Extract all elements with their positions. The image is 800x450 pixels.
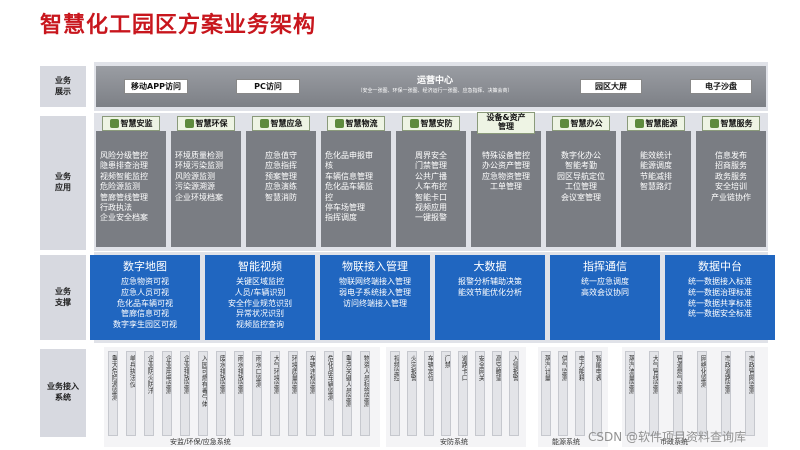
mobile-app-access[interactable]: 移动APP访问 bbox=[124, 79, 188, 94]
access-item[interactable]: 危化品车辆监测 bbox=[324, 351, 334, 436]
access-item[interactable]: 高空瞭望 bbox=[492, 351, 502, 436]
app-head-safety[interactable]: 智慧安监 bbox=[102, 116, 160, 131]
support-title: 指挥通信 bbox=[583, 260, 627, 273]
support-items: 报警分析辅助决策 能效节能优化分析 bbox=[458, 277, 522, 297]
access-item[interactable]: 入园可燃有毒气体 bbox=[198, 351, 208, 436]
support-items: 统一数据接入标准 统一数据治理标准 统一数据共享标准 统一数据安全标准 bbox=[688, 277, 752, 319]
access-item[interactable]: 市政道路监测 bbox=[721, 351, 731, 436]
access-group-label-security: 安防系统 bbox=[440, 438, 468, 446]
access-item[interactable]: 大气管线监测 bbox=[649, 351, 659, 436]
access-item[interactable]: 门禁 bbox=[441, 351, 451, 436]
access-item[interactable]: 智能电表 bbox=[592, 351, 602, 436]
row-label-access: 业务接入 系统 bbox=[40, 349, 86, 437]
app-column-env: 环境质量检测 环境污染监测 风险源监测 污染源溯源 企业环境档案 bbox=[171, 131, 241, 247]
support-big-data[interactable]: 大数据报警分析辅助决策 能效节能优化分析 bbox=[435, 255, 545, 340]
gear-icon bbox=[184, 119, 194, 128]
app-head-assets[interactable]: 设备&资产 管理 bbox=[477, 112, 535, 134]
gear-icon bbox=[634, 119, 644, 128]
support-title: 物联接入管理 bbox=[342, 260, 408, 273]
support-items: 统一应急调度 高效会议协同 bbox=[581, 277, 629, 297]
access-item[interactable]: 企业用电监测 bbox=[162, 351, 172, 436]
gear-icon bbox=[259, 119, 269, 128]
ops-center-subtitle: （安全一张图、环保一张图、经济运行一张图、应急指挥、决策会商） bbox=[357, 88, 513, 94]
app-column-safety: 风险分级管控 隐患排查治理 视频智能监控 危险源监测 管廊管线管理 行政执法 企… bbox=[96, 131, 166, 247]
app-column-office: 数字化办公 智能考勤 园区导航定位 工位管理 会议室管理 bbox=[546, 131, 616, 247]
app-head-energy[interactable]: 智慧能源 bbox=[627, 116, 685, 131]
access-item[interactable]: 电力能耗 bbox=[575, 351, 585, 436]
app-head-logistics[interactable]: 智慧物流 bbox=[327, 116, 385, 131]
support-items: 关键区域监控 人员/车辆识别 安全作业规范识别 异常状况识别 视频监控查询 bbox=[228, 277, 292, 330]
support-title: 大数据 bbox=[473, 260, 507, 273]
row-label-support: 业务 支撑 bbox=[40, 255, 86, 340]
display-bar bbox=[96, 66, 766, 107]
access-item[interactable]: 市政管网监测 bbox=[745, 351, 755, 436]
access-item[interactable]: 雨水排放监测 bbox=[234, 351, 244, 436]
access-item[interactable]: 废水排放监测 bbox=[216, 351, 226, 436]
access-item[interactable]: 视频监控 bbox=[390, 351, 400, 436]
access-item[interactable]: 管道燃气监测 bbox=[673, 351, 683, 436]
row-label-app: 业务 应用 bbox=[40, 116, 86, 250]
support-items: 物联网终端接入管理 弱电子系统接入管理 访问终端接入管理 bbox=[339, 277, 411, 308]
access-item[interactable]: 环境质量监测 bbox=[288, 351, 298, 436]
app-head-security[interactable]: 智慧安防 bbox=[402, 116, 460, 131]
gear-icon bbox=[334, 119, 344, 128]
gear-icon bbox=[559, 119, 569, 128]
electronic-sandbox[interactable]: 电子沙盘 bbox=[690, 79, 752, 94]
support-items: 应急物资可视 应急人员可视 危化品车辆可视 管廊信息可视 数字孪生园区可视 bbox=[113, 277, 177, 330]
support-iot-access[interactable]: 物联接入管理物联网终端接入管理 弱电子系统接入管理 访问终端接入管理 bbox=[320, 255, 430, 340]
gear-icon bbox=[109, 119, 119, 128]
support-title: 数字地图 bbox=[123, 260, 167, 273]
support-digital-map[interactable]: 数字地图应急物资可视 应急人员可视 危化品车辆可视 管廊信息可视 数字孪生园区可… bbox=[90, 255, 200, 340]
page-title: 智慧化工园区方案业务架构 bbox=[40, 13, 317, 38]
access-item[interactable]: 重大危险源监测 bbox=[108, 351, 118, 436]
access-item[interactable]: 供气监测 bbox=[558, 351, 568, 436]
app-column-logistics: 危化品申报审 核 车辆信息管理 危化品车辆监 控 停车场管理 指挥调度 bbox=[321, 131, 391, 247]
app-column-energy: 能效统计 能源调度 节能减排 智慧路灯 bbox=[621, 131, 691, 247]
row-label-display: 业务 展示 bbox=[40, 66, 86, 107]
access-item[interactable]: 蒸汽流量监测 bbox=[625, 351, 635, 436]
access-item[interactable]: 物资人员标签监测 bbox=[360, 351, 370, 436]
watermark: CSDN @软件项目资料查询库 bbox=[588, 430, 747, 444]
access-item[interactable]: 车辆违规监测 bbox=[306, 351, 316, 436]
access-item[interactable]: 车辆定位 bbox=[424, 351, 434, 436]
access-item[interactable]: 大气环境监测 bbox=[270, 351, 280, 436]
access-item[interactable]: 道路卡口 bbox=[458, 351, 468, 436]
gear-icon bbox=[409, 119, 419, 128]
app-head-emergency[interactable]: 智慧应急 bbox=[252, 116, 310, 131]
park-screen[interactable]: 园区大屏 bbox=[580, 79, 642, 94]
app-column-service: 信息发布 招商服务 政务服务 安全培训 产业链协作 bbox=[696, 131, 766, 247]
access-item[interactable]: 雨水口监测 bbox=[252, 351, 262, 436]
ops-center-title[interactable]: 运营中心 bbox=[416, 76, 453, 86]
support-smart-video[interactable]: 智能视频关键区域监控 人员/车辆识别 安全作业规范识别 异常状况识别 视频监控查… bbox=[205, 255, 315, 340]
access-item[interactable]: 网络化监测 bbox=[697, 351, 707, 436]
access-group-label-municipal: 市政系统 bbox=[660, 438, 688, 446]
access-group-label-safety-env: 安监/环保/应急系统 bbox=[170, 438, 231, 446]
support-data-platform[interactable]: 数据中台统一数据接入标准 统一数据治理标准 统一数据共享标准 统一数据安全标准 bbox=[665, 255, 775, 340]
app-column-assets: 特殊设备管控 办公资产管理 应急物资管理 工单管理 bbox=[471, 131, 541, 247]
app-column-security: 周界安全 门禁管理 公共广播 人车布控 智能卡口 视频应用 一键报警 bbox=[396, 131, 466, 247]
access-item[interactable]: 企业排放监测 bbox=[180, 351, 190, 436]
app-column-emergency: 应急值守 应急指挥 预案管理 应急演练 智慧消防 bbox=[246, 131, 316, 247]
support-title: 智能视频 bbox=[238, 260, 282, 273]
app-head-service[interactable]: 智慧服务 bbox=[702, 116, 760, 131]
access-item[interactable]: 重点关键人员监测 bbox=[342, 351, 352, 436]
app-head-office[interactable]: 智慧办公 bbox=[552, 116, 610, 131]
access-item[interactable]: 安全网关 bbox=[475, 351, 485, 436]
access-item[interactable]: 企业防火防汛 bbox=[144, 351, 154, 436]
pc-access[interactable]: PC访问 bbox=[236, 79, 300, 94]
support-title: 数据中台 bbox=[698, 260, 742, 273]
support-command-comm[interactable]: 指挥通信统一应急调度 高效会议协同 bbox=[550, 255, 660, 340]
gear-icon bbox=[709, 119, 719, 128]
access-item[interactable]: 火灾报警 bbox=[407, 351, 417, 436]
access-item[interactable]: 入侵报警 bbox=[509, 351, 519, 436]
access-group-municipal bbox=[622, 347, 768, 447]
app-head-env[interactable]: 智慧环保 bbox=[177, 116, 235, 131]
access-item[interactable]: 单兵执法仪 bbox=[126, 351, 136, 436]
access-item[interactable]: 蒸汽计量 bbox=[541, 351, 551, 436]
access-group-label-energy: 能源系统 bbox=[552, 438, 580, 446]
